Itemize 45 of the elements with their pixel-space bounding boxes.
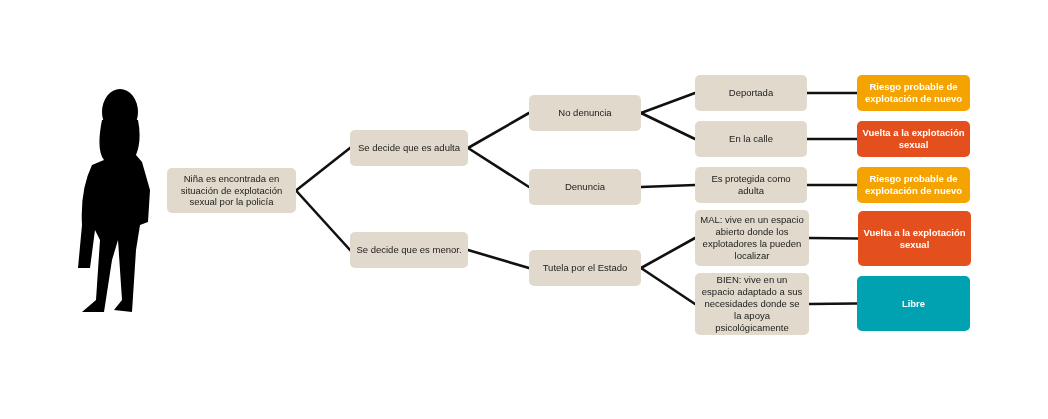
box-text: Riesgo probable de explotación de nuevo [863, 81, 964, 105]
box-text: Denuncia [564, 181, 606, 193]
box-text: Niña es encontrada en situación de explotación sexual por la policía [179, 172, 284, 209]
step-box [529, 169, 641, 205]
connector-line [639, 91, 697, 115]
outcome-box [857, 167, 970, 203]
connector-line [466, 111, 531, 150]
outcome-box [857, 75, 970, 111]
connector-line [466, 146, 531, 189]
step-box [529, 95, 641, 131]
step-box [695, 75, 807, 111]
connector-line [466, 248, 531, 270]
outcome-box [857, 276, 970, 331]
box-text: Vuelta a la explotación sexual [862, 127, 965, 151]
connector-line [639, 236, 697, 270]
step-box [695, 121, 807, 157]
box-text: BIEN: vive en un espacio adaptado a sus necesidades donde se la apoya psicológicamente [700, 274, 804, 334]
box-text: Tutela por el Estado [542, 262, 628, 274]
box-text: Se decide que es adulta [358, 142, 460, 154]
connector-line [639, 266, 697, 306]
step-box [350, 130, 468, 166]
box-text: En la calle [729, 133, 773, 145]
connector-line [807, 236, 860, 240]
outcome-box [858, 211, 971, 266]
connector-line [639, 183, 697, 189]
box-text: No denuncia [558, 107, 612, 119]
step-box [350, 232, 468, 268]
step-box [529, 250, 641, 286]
connector-line [807, 302, 859, 306]
box-text: Libre [901, 297, 926, 310]
connector-line [639, 111, 697, 141]
connector-line [294, 189, 352, 252]
step-box [167, 168, 296, 213]
connector-line [805, 91, 859, 95]
connector-line [805, 183, 859, 187]
box-text: Vuelta a la explotación sexual [863, 226, 966, 251]
outcome-box [857, 121, 970, 157]
box-text: Se decide que es menor. [356, 244, 462, 256]
step-box [695, 167, 807, 203]
connector-line [294, 146, 352, 192]
connector-line [805, 137, 859, 141]
box-text: MAL: vive en un espacio abierto donde los explotadores la pueden localizar [700, 214, 804, 262]
box-text: Deportada [728, 87, 774, 99]
box-text: Riesgo probable de explotación de nuevo [863, 173, 964, 197]
box-text: Es protegida como adulta [710, 173, 792, 197]
